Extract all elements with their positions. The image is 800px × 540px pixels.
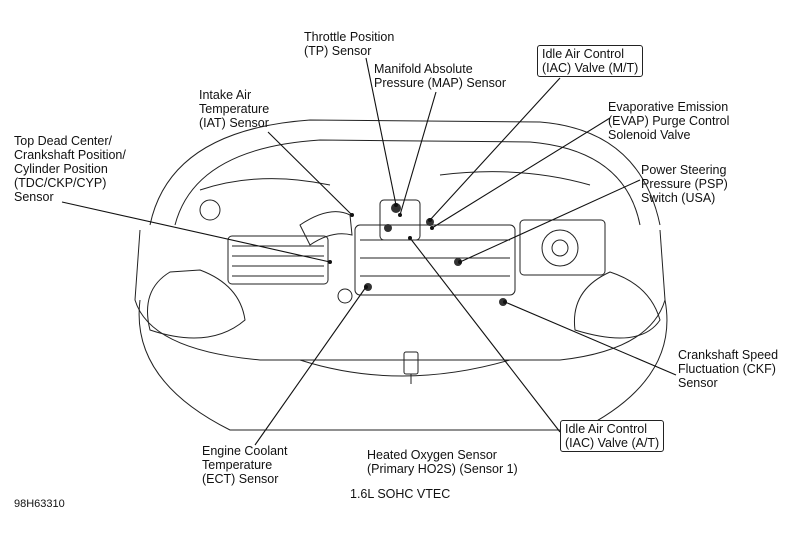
evap-valve-leader bbox=[431, 117, 611, 229]
psp-switch-label: Power Steering Pressure (PSP) Switch (US… bbox=[641, 163, 728, 205]
iat-sensor-leader bbox=[267, 131, 353, 216]
figure-code: 98H63310 bbox=[14, 498, 65, 510]
ect-sensor-leader-dot bbox=[364, 285, 368, 289]
iac-valve-at-label: Idle Air Control (IAC) Valve (A/T) bbox=[560, 420, 665, 452]
ect-sensor-label: Engine Coolant Temperature (ECT) Sensor bbox=[202, 444, 288, 486]
air-cleaner-box bbox=[227, 235, 329, 285]
ckf-sensor-label: Crankshaft Speed Fluctuation (CKF) Senso… bbox=[678, 348, 779, 390]
left-headlight bbox=[147, 269, 246, 339]
body-outline bbox=[134, 229, 666, 361]
tdc-sensor-leader bbox=[61, 201, 331, 263]
iac-mt-leader bbox=[429, 77, 561, 221]
psp-switch-leader bbox=[459, 179, 641, 263]
map-sensor-leader-dot bbox=[398, 213, 402, 217]
iat-sensor-label: Intake Air Temperature (IAT) Sensor bbox=[199, 88, 270, 130]
evap-valve-leader-dot bbox=[430, 226, 434, 230]
tp-sensor-mark bbox=[391, 203, 401, 213]
ho2s-sensor-part bbox=[403, 351, 419, 375]
engine-block bbox=[354, 224, 516, 296]
ckf-sensor-leader bbox=[504, 301, 677, 376]
tdc-sensor-leader-dot bbox=[328, 260, 332, 264]
tp-sensor-leader-dot bbox=[394, 203, 398, 207]
ho2s-sensor-label: Heated Oxygen Sensor (Primary HO2S) (Sen… bbox=[367, 448, 518, 476]
hood-outline bbox=[149, 119, 661, 226]
intake-duct bbox=[299, 211, 353, 246]
ect-sensor-leader bbox=[254, 286, 367, 446]
iac-valve-mt-label: Idle Air Control (IAC) Valve (M/T) bbox=[537, 45, 644, 77]
tdc-sensor-label: Top Dead Center/ Crankshaft Position/ Cy… bbox=[14, 134, 126, 204]
iac-at-leader bbox=[409, 237, 561, 433]
iac-at-leader-dot bbox=[408, 236, 412, 240]
ckf-sensor-leader-dot bbox=[503, 300, 507, 304]
tp-sensor-leader bbox=[365, 57, 397, 206]
tp-sensor-label: Throttle Position (TP) Sensor bbox=[304, 30, 395, 58]
right-headlight bbox=[573, 271, 661, 339]
bumper-outline bbox=[138, 299, 668, 431]
leader-lines bbox=[61, 57, 677, 446]
map-sensor-leader bbox=[399, 91, 437, 216]
map-sensor-label: Manifold Absolute Pressure (MAP) Sensor bbox=[374, 62, 506, 90]
radiator-core bbox=[519, 219, 606, 276]
throttle-body bbox=[379, 199, 421, 241]
iac-mt-leader-dot bbox=[428, 218, 432, 222]
ect-sensor-body bbox=[337, 288, 353, 304]
grille-outline bbox=[299, 359, 511, 377]
hood-inner bbox=[174, 139, 641, 226]
diagram-caption: 1.6L SOHC VTEC bbox=[350, 487, 451, 501]
psp-switch-leader-dot bbox=[458, 260, 462, 264]
iat-sensor-leader-dot bbox=[350, 213, 354, 217]
evap-valve-label: Evaporative Emission (EVAP) Purge Contro… bbox=[608, 100, 730, 142]
